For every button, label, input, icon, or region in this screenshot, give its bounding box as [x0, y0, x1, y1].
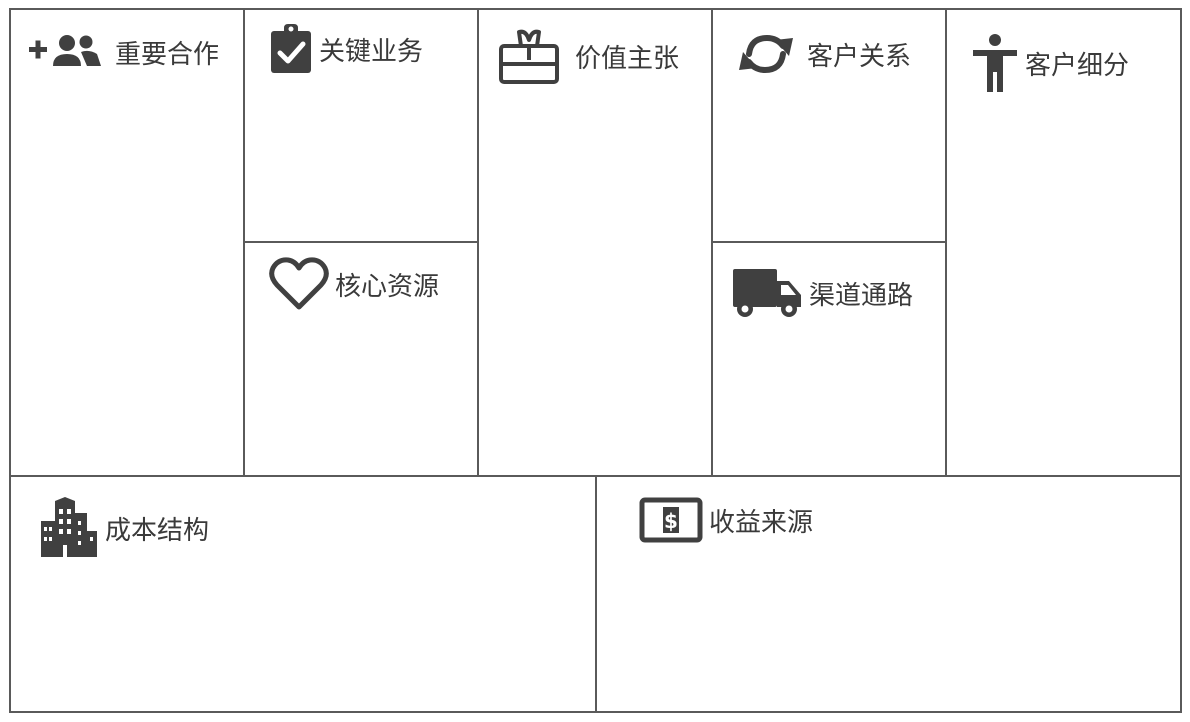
revenue-streams-block: $ 收益来源 [595, 475, 1182, 713]
customer-relationships-label: 客户关系 [807, 41, 912, 72]
sync-arrows-icon [731, 30, 801, 78]
value-propositions-header: 价值主张 [497, 24, 679, 88]
add-group-icon [29, 32, 109, 72]
person-standing-icon [971, 32, 1019, 94]
cost-structure-label: 成本结构 [105, 515, 210, 546]
channels-block: 渠道通路 [711, 241, 947, 477]
customer-relationships-block: 客户关系 [711, 8, 947, 243]
value-propositions-block: 价值主张 [477, 8, 713, 477]
heart-outline-icon [269, 257, 329, 311]
customer-segments-label: 客户细分 [1025, 50, 1130, 81]
channels-header: 渠道通路 [731, 265, 913, 321]
key-partners-block: 重要合作 [9, 8, 245, 477]
key-partners-header: 重要合作 [29, 32, 219, 72]
city-buildings-icon [39, 497, 99, 559]
svg-text:$: $ [664, 509, 678, 533]
cost-structure-block: 成本结构 [9, 475, 597, 713]
truck-icon [731, 265, 803, 321]
gift-card-icon [497, 24, 569, 88]
revenue-streams-label: 收益来源 [709, 507, 814, 538]
value-propositions-label: 价值主张 [575, 43, 680, 74]
key-partners-label: 重要合作 [115, 39, 220, 70]
clipboard-check-icon [269, 24, 313, 74]
customer-segments-block: 客户细分 [945, 8, 1182, 477]
key-resources-header: 核心资源 [269, 257, 439, 311]
customer-segments-header: 客户细分 [971, 32, 1129, 94]
revenue-streams-header: $ 收益来源 [639, 497, 813, 543]
key-activities-header: 关键业务 [269, 24, 423, 74]
key-resources-label: 核心资源 [335, 271, 440, 302]
key-resources-block: 核心资源 [243, 241, 479, 477]
customer-relationships-header: 客户关系 [731, 30, 911, 78]
key-activities-label: 关键业务 [319, 36, 424, 67]
channels-label: 渠道通路 [809, 280, 914, 311]
key-activities-block: 关键业务 [243, 8, 479, 243]
cost-structure-header: 成本结构 [39, 497, 209, 559]
dollar-box-icon: $ [639, 497, 703, 543]
